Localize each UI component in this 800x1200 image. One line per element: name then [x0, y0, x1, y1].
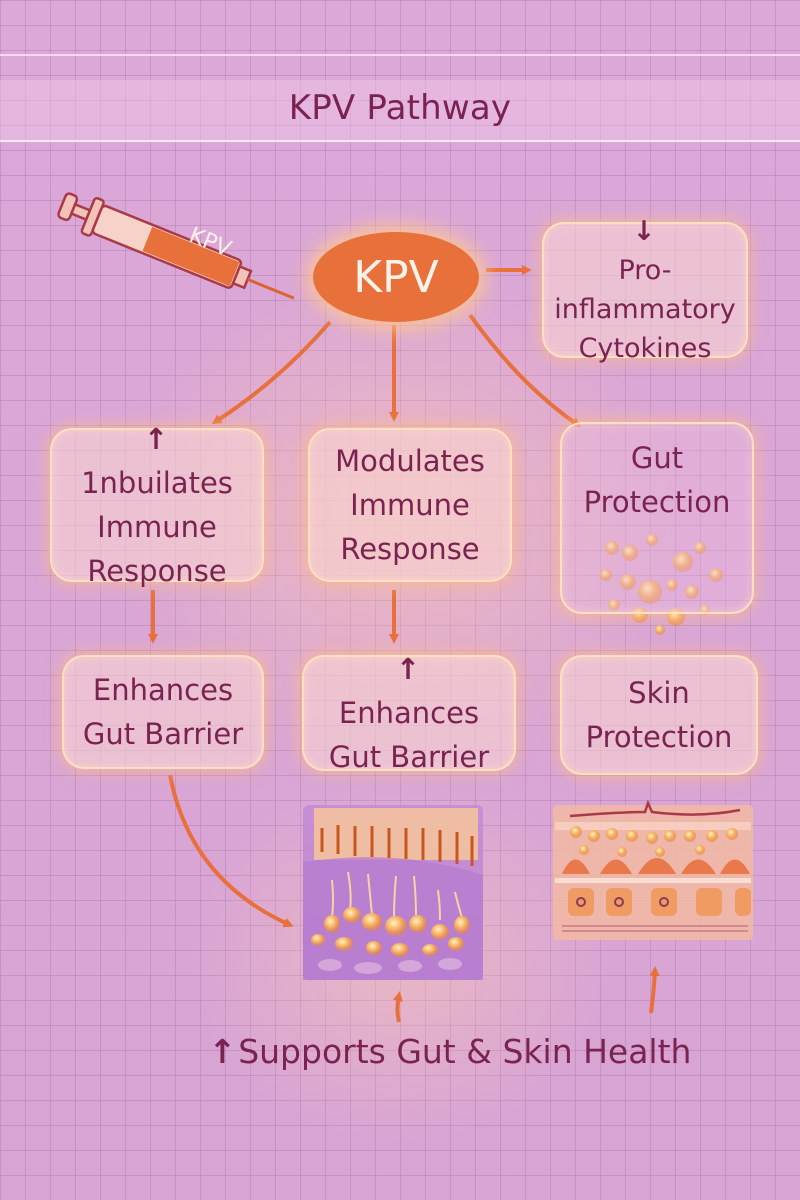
node-inhibits-immune-response: ↑1nbuilates Immune Response: [50, 422, 264, 588]
kpv-center-node: KPV: [313, 232, 479, 322]
arrow-up-icon: ↑: [143, 422, 169, 456]
header-divider: [0, 140, 800, 142]
header-band: [0, 80, 800, 140]
node-pro-inflammatory-cytokines: ↓Pro- inflammatory Cytokines: [542, 216, 748, 364]
skin-layers-illustration: [553, 799, 753, 940]
page-title: KPV Pathway: [288, 88, 512, 128]
gut-particles-illustration: [600, 534, 723, 635]
header-top-divider: [0, 54, 800, 56]
kpv-center-label: KPV: [353, 251, 439, 303]
node-enhances-gut-barrier-left: Enhances Gut Barrier: [62, 655, 264, 769]
node-skin-protection: Skin Protection: [560, 655, 758, 775]
node-enhances-gut-barrier-mid: ↑Enhances Gut Barrier: [302, 652, 516, 774]
footer-label: Supports Gut & Skin Health: [238, 1032, 692, 1071]
arrow-down-icon: ↓: [632, 216, 656, 247]
footer-summary: ↑Supports Gut & Skin Health: [190, 1032, 710, 1071]
syringe-icon: [57, 192, 295, 300]
node-gut-protection: Gut Protection: [560, 422, 754, 614]
arrow-up-icon: ↑: [395, 652, 421, 686]
intestinal-lining-illustration: [303, 805, 483, 980]
arrow-up-icon: ↑: [208, 1032, 237, 1071]
node-modulates-immune-response: Modulates Immune Response: [308, 428, 512, 582]
